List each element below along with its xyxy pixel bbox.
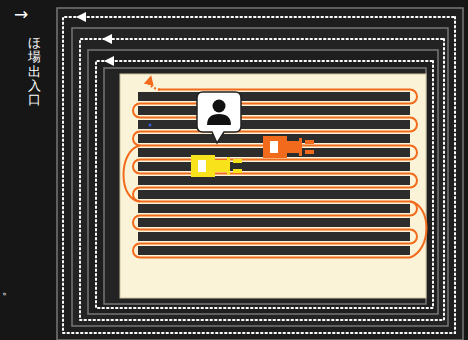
crop-row bbox=[138, 204, 410, 213]
cut-text: 。 bbox=[2, 282, 14, 299]
crop-row bbox=[138, 246, 410, 255]
crop-row bbox=[138, 190, 410, 199]
entrance-label: ほ場出入口 bbox=[28, 36, 41, 107]
crop-row bbox=[138, 92, 410, 101]
crop-row bbox=[138, 232, 410, 241]
crop-row bbox=[138, 162, 410, 171]
work-path-turn bbox=[124, 146, 427, 258]
crop-row bbox=[138, 106, 410, 115]
crop-row bbox=[138, 120, 410, 129]
work-path bbox=[133, 90, 417, 258]
crop-row bbox=[138, 176, 410, 185]
crop-row bbox=[138, 218, 410, 227]
entrance-arrow: → bbox=[14, 4, 28, 24]
